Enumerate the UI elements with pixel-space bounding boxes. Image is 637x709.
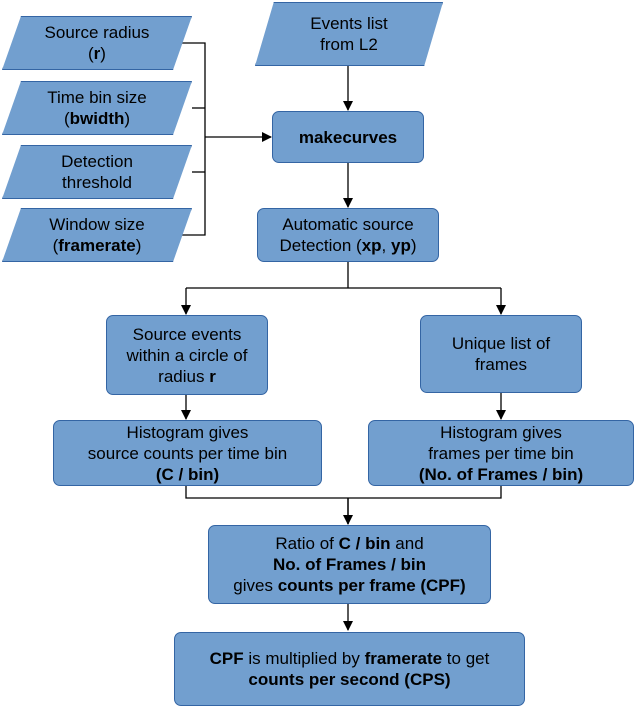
events-list-line2: from L2 [320, 35, 378, 54]
input-source-radius: Source radius (r) [2, 16, 192, 70]
final-multiplied-by: is multiplied by [243, 649, 365, 668]
ratio-frames-per-bin: No. of Frames / bin [272, 555, 427, 574]
input-detection-line2: threshold [62, 173, 132, 192]
ratio-cpf: counts per frame (CPF) [277, 576, 466, 595]
unique-frames-line1: Unique list of [451, 334, 551, 353]
histogram-frames-line1: Histogram gives [440, 422, 562, 442]
input-time-bin-param: bwidth [69, 109, 125, 128]
input-window-title: Window size [49, 215, 145, 234]
histogram-frames-line2: frames per time bin [428, 443, 574, 463]
ratio-line3-prefix: gives [233, 576, 278, 595]
unique-frames-line2: frames [475, 355, 527, 374]
input-source-radius-close-paren: ) [100, 44, 106, 63]
input-window-size: Window size (framerate) [2, 208, 192, 262]
final-cps: counts per second (CPS) [248, 670, 451, 689]
final-cpf: CPF [209, 649, 244, 668]
input-time-bin-size: Time bin size (bwidth) [2, 81, 192, 135]
input-window-param: framerate [58, 236, 136, 255]
source-events-line2: within a circle of [126, 345, 248, 365]
histogram-counts-line1: Histogram gives [126, 422, 249, 442]
ratio-line1-prefix: Ratio of [275, 534, 339, 553]
ratio-box: Ratio of C / bin and No. of Frames / bin… [208, 525, 491, 604]
input-time-bin-open-paren: ( [63, 109, 70, 128]
histogram-frames-line3: (No. of Frames / bin) [418, 464, 584, 484]
auto-detection-line1: Automatic source [282, 215, 414, 234]
input-source-radius-open-paren: ( [88, 44, 94, 63]
source-events-line3-prefix: radius [158, 366, 210, 386]
input-window-close-paren: ) [135, 236, 142, 255]
makecurves-label: makecurves [298, 127, 398, 147]
input-bracket [176, 42, 206, 236]
histogram-counts-line2: source counts per time bin [87, 443, 288, 463]
source-events-radius-param: r [209, 366, 216, 386]
ratio-c-per-bin: C / bin [338, 534, 391, 553]
input-detection-threshold: Detection threshold [2, 145, 192, 199]
events-list-line1: Events list [310, 14, 388, 33]
unique-frames-box: Unique list of frames [420, 315, 582, 393]
auto-detection-yp: yp [390, 236, 411, 255]
ratio-line1-suffix: and [390, 534, 424, 553]
auto-source-detection-box: Automatic source Detection (xp, yp) [257, 208, 439, 262]
final-framerate: framerate [364, 649, 443, 668]
input-time-bin-title: Time bin size [47, 88, 147, 107]
connector-split-stem [186, 262, 501, 289]
input-source-radius-param: r [93, 44, 101, 63]
histogram-frames-box: Histogram gives frames per time bin (No.… [368, 420, 634, 486]
cps-box: CPF is multiplied by framerate to get co… [174, 632, 525, 706]
auto-detection-suffix: ) [410, 236, 417, 255]
source-events-line1: Source events [132, 324, 242, 344]
source-events-box: Source events within a circle of radius … [106, 315, 268, 395]
input-detection-line1: Detection [61, 152, 133, 171]
histogram-counts-line3: (C / bin) [155, 464, 220, 484]
input-time-bin-close-paren: ) [124, 109, 131, 128]
connector-merge [185, 486, 502, 524]
auto-detection-prefix: Detection ( [279, 236, 362, 255]
input-source-radius-title: Source radius [44, 23, 150, 42]
makecurves-box: makecurves [272, 111, 424, 163]
auto-detection-separator: , [381, 236, 391, 255]
final-to-get: to get [442, 649, 490, 668]
histogram-counts-box: Histogram gives source counts per time b… [53, 420, 322, 486]
input-window-open-paren: ( [52, 236, 59, 255]
auto-detection-xp: xp [361, 236, 382, 255]
events-list: Events list from L2 [255, 2, 443, 66]
